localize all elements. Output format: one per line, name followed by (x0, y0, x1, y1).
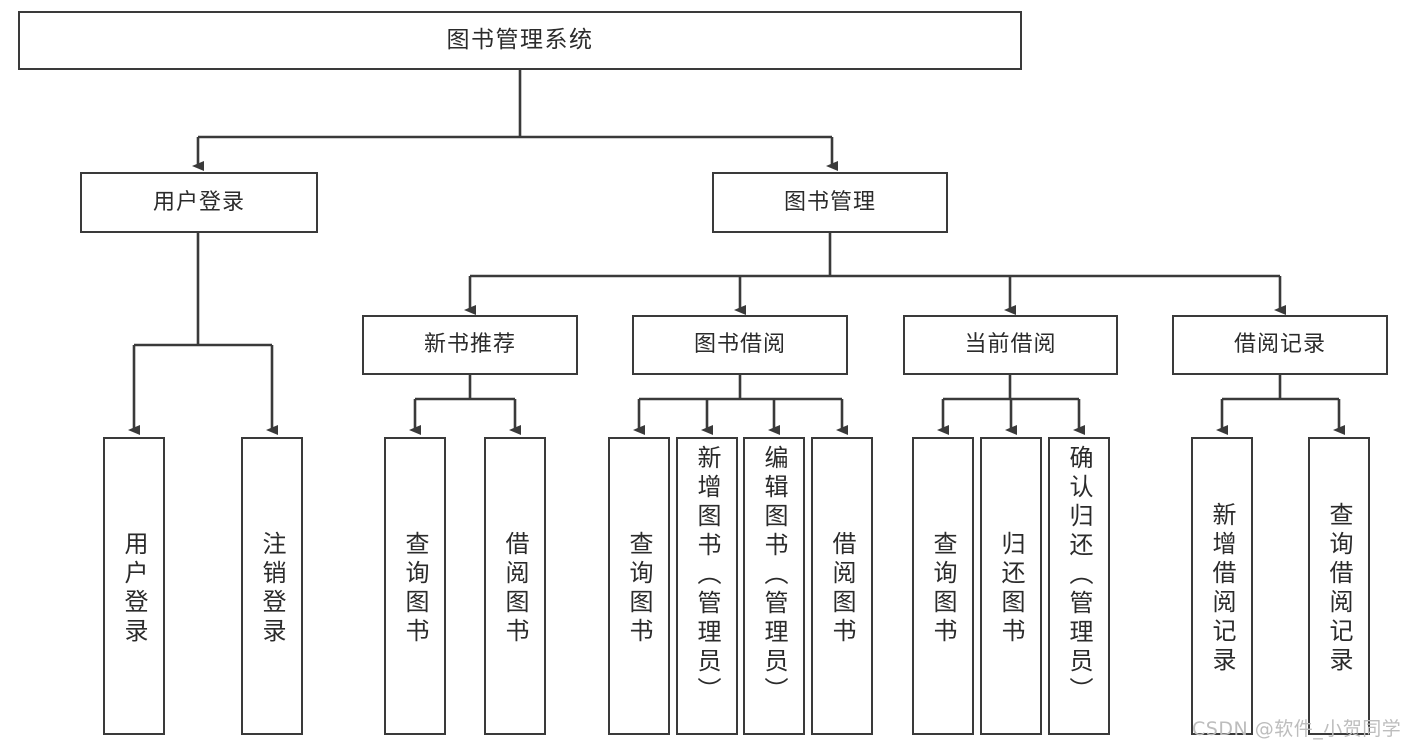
node-book-borrow[interactable]: 图书借阅 (632, 315, 848, 375)
node-leaf-add-book[interactable]: 新增图书（管理员） (676, 437, 738, 735)
node-leaf-query-record[interactable]: 查询借阅记录 (1308, 437, 1370, 735)
node-leaf-logout-login[interactable]: 注销登录 (241, 437, 303, 735)
node-borrow-record[interactable]: 借阅记录 (1172, 315, 1388, 375)
node-leaf-borrow-book-1-label: 借阅图书 (501, 531, 529, 647)
node-leaf-query-book-3[interactable]: 查询图书 (912, 437, 974, 735)
node-leaf-user-login[interactable]: 用户登录 (103, 437, 165, 735)
node-leaf-confirm-return-label: 确认归还（管理员） (1065, 445, 1093, 706)
node-user-login-label: 用户登录 (152, 189, 245, 215)
node-leaf-edit-book[interactable]: 编辑图书（管理员） (743, 437, 805, 735)
node-leaf-query-book-2[interactable]: 查询图书 (608, 437, 670, 735)
node-new-book-recommend-label: 新书推荐 (423, 332, 516, 358)
node-new-book-recommend[interactable]: 新书推荐 (362, 315, 578, 375)
node-leaf-return-book-label: 归还图书 (997, 531, 1025, 647)
node-leaf-return-book[interactable]: 归还图书 (980, 437, 1042, 735)
node-user-login[interactable]: 用户登录 (80, 172, 318, 233)
node-leaf-borrow-book-1[interactable]: 借阅图书 (484, 437, 546, 735)
node-leaf-add-book-label: 新增图书（管理员） (693, 445, 721, 706)
node-leaf-confirm-return[interactable]: 确认归还（管理员） (1048, 437, 1110, 735)
node-leaf-borrow-book-2[interactable]: 借阅图书 (811, 437, 873, 735)
node-leaf-logout-login-label: 注销登录 (258, 531, 286, 647)
node-leaf-query-book-1[interactable]: 查询图书 (384, 437, 446, 735)
node-book-borrow-label: 图书借阅 (693, 332, 786, 358)
node-leaf-query-book-1-label: 查询图书 (401, 531, 429, 647)
csdn-watermark: CSDN @软件_小贺同学 (1192, 718, 1402, 740)
node-current-borrow[interactable]: 当前借阅 (903, 315, 1118, 375)
node-leaf-query-book-3-label: 查询图书 (929, 531, 957, 647)
node-leaf-edit-book-label: 编辑图书（管理员） (760, 445, 788, 706)
node-leaf-query-record-label: 查询借阅记录 (1325, 502, 1353, 676)
node-leaf-add-record[interactable]: 新增借阅记录 (1191, 437, 1253, 735)
node-borrow-record-label: 借阅记录 (1233, 332, 1326, 358)
node-leaf-query-book-2-label: 查询图书 (625, 531, 653, 647)
node-current-borrow-label: 当前借阅 (964, 332, 1057, 358)
node-leaf-borrow-book-2-label: 借阅图书 (828, 531, 856, 647)
node-book-manage-label: 图书管理 (783, 189, 876, 215)
node-leaf-user-login-label: 用户登录 (120, 531, 148, 647)
node-root[interactable]: 图书管理系统 (18, 11, 1022, 70)
node-root-label: 图书管理系统 (446, 26, 594, 53)
node-book-manage[interactable]: 图书管理 (712, 172, 948, 233)
node-leaf-add-record-label: 新增借阅记录 (1208, 502, 1236, 676)
